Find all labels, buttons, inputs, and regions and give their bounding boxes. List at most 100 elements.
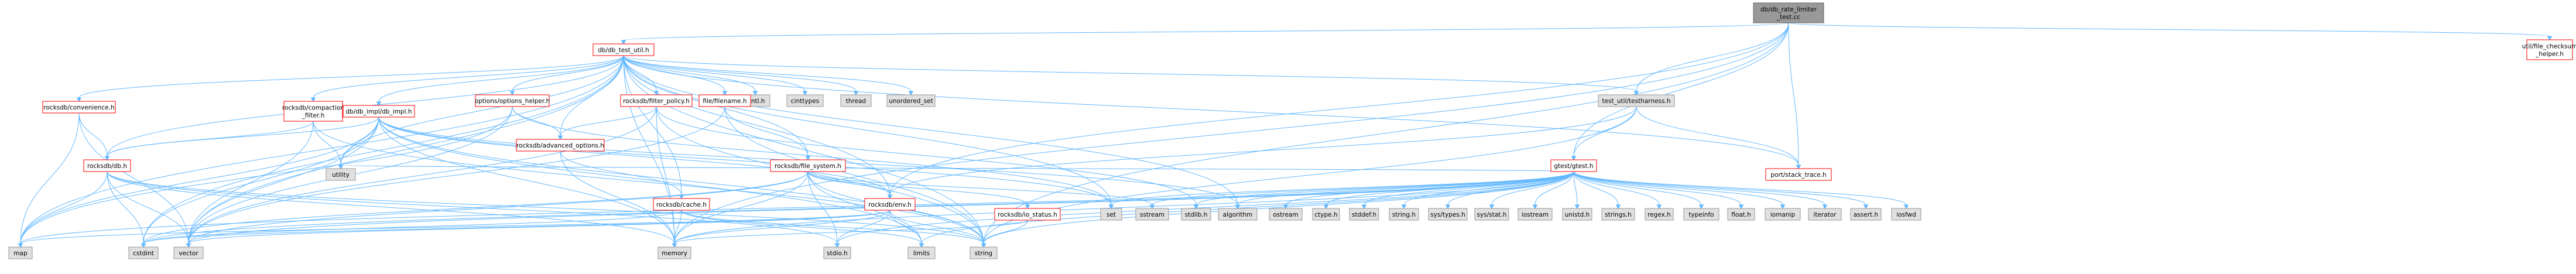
edge-gtest-to-stddef (1361, 171, 1574, 209)
node-filename[interactable]: file/filename.h (698, 94, 751, 107)
edge-db-impl-to-rocksdb-db (104, 117, 379, 160)
edge-compaction-filter-to-rocksdb-db (104, 121, 314, 160)
edge-testharness-to-stack-trace (1636, 106, 1801, 169)
node-label: iterator (1813, 211, 1837, 218)
node-label: options/options_helper.h (475, 98, 550, 105)
edge-gtest-to-unistd (1573, 171, 1580, 209)
node-rocksdb-db[interactable]: rocksdb/db.h (83, 159, 131, 172)
node-algorithm: algorithm (1218, 208, 1258, 221)
node-label: thread (846, 98, 866, 105)
node-io-status[interactable]: rocksdb/io_status.h (994, 208, 1061, 221)
node-file-checksum[interactable]: util/file_checksum_helper.h (2522, 39, 2576, 60)
node-gtest[interactable]: gtest/gtest.h (1550, 159, 1597, 172)
node-convenience[interactable]: rocksdb/convenience.h (42, 101, 116, 114)
edge-gtest-to-iostream (1532, 171, 1574, 209)
node-label: rocksdb/convenience.h (43, 104, 114, 111)
node-vector: vector (173, 246, 204, 259)
node-compaction-filter[interactable]: rocksdb/compaction_filter.h (282, 101, 344, 122)
node-label: rocksdb/filter_policy.h (623, 98, 690, 105)
node-env[interactable]: rocksdb/env.h (864, 198, 916, 211)
node-thread: thread (840, 94, 872, 107)
node-unordered-set: unordered_set (886, 94, 936, 107)
edge-env-to-limits (889, 210, 924, 248)
node-sys-types: sys/types.h (1428, 208, 1468, 221)
node-stddef: stddef.h (1349, 208, 1379, 221)
node-regex: regex.h (1645, 208, 1674, 221)
edges-layer (18, 22, 2553, 248)
edge-gtest-to-regex (1573, 171, 1662, 209)
edge-gtest-to-set (1108, 171, 1574, 209)
node-label: iomanip (1770, 211, 1796, 218)
edge-gtest-to-string-h (1401, 171, 1574, 209)
edge-gtest-to-limits (919, 171, 1574, 248)
edge-db-test-util-to-options-helper (509, 55, 624, 95)
node-label: string.h (1392, 211, 1416, 218)
node-label: rocksdb/env.h (868, 201, 911, 208)
node-db-impl[interactable]: db/db_impl/db_impl.h (342, 105, 415, 118)
node-db-test-util[interactable]: db/db_test_util.h (592, 43, 655, 56)
edge-cache-to-cstdint (141, 210, 682, 248)
edge-gtest-to-memory (672, 171, 1574, 248)
node-root[interactable]: db/db_rate_limiter_test.cc (1753, 2, 1824, 23)
node-label: iostream (1522, 211, 1549, 218)
node-label: rocksdb/io_status.h (998, 211, 1057, 218)
node-ostream: ostream (1269, 208, 1303, 221)
edge-gtest-to-sstream (1149, 171, 1574, 209)
node-label: _test.cc (1776, 14, 1801, 21)
node-iosfwd: iosfwd (1891, 208, 1921, 221)
edge-testharness-to-gtest (1571, 106, 1637, 160)
edge-gtest-to-sys-stat (1489, 171, 1574, 209)
node-file-system[interactable]: rocksdb/file_system.h (770, 159, 846, 172)
node-label: test_util/testharness.h (1602, 98, 1671, 105)
edge-gtest-to-utility (338, 165, 1574, 172)
node-assert: assert.h (1850, 208, 1882, 221)
node-label: sys/stat.h (1477, 211, 1507, 218)
nodes-layer: db/db_rate_limiter_test.cc db/db_test_uti… (8, 2, 2576, 259)
node-label: float.h (1731, 211, 1751, 218)
node-label: stdio.h (827, 250, 847, 257)
edge-db-test-util-to-fcntl (623, 55, 758, 95)
edge-gtest-to-ctype (1323, 171, 1574, 209)
node-label: algorithm (1223, 211, 1253, 218)
edge-convenience-to-rocksdb-db (78, 112, 110, 160)
node-iomanip: iomanip (1765, 208, 1801, 221)
edge-root-to-stack-trace (1788, 22, 1801, 169)
edge-db-test-util-to-db-impl (376, 55, 624, 106)
node-cache[interactable]: rocksdb/cache.h (653, 198, 710, 211)
node-advanced-options[interactable]: rocksdb/advanced_options.h (516, 139, 605, 152)
edge-gtest-to-stdio (834, 171, 1574, 248)
node-label: rocksdb/cache.h (656, 201, 707, 208)
node-label: unordered_set (889, 98, 933, 105)
node-label: limits (913, 250, 930, 257)
edge-gtest-to-sys-types (1445, 171, 1574, 209)
edge-root-to-db-test-util (621, 22, 1789, 44)
node-label: db/db_impl/db_impl.h (345, 108, 412, 115)
node-label: memory (662, 250, 687, 257)
node-set: set (1100, 208, 1122, 221)
node-sstream: sstream (1135, 208, 1169, 221)
node-label: gtest/gtest.h (1554, 163, 1593, 170)
edge-db-test-util-to-stack-trace (623, 55, 1801, 169)
node-label: _filter.h (302, 112, 325, 119)
node-label: stdlib.h (1185, 211, 1208, 218)
edge-gtest-to-string (981, 171, 1574, 248)
node-label: sys/types.h (1430, 211, 1465, 218)
node-label: file/filename.h (703, 98, 746, 105)
node-label: rocksdb/file_system.h (775, 163, 841, 170)
node-label: sstream (1140, 211, 1164, 218)
node-stack-trace[interactable]: port/stack_trace.h (1765, 168, 1832, 181)
node-label: unistd.h (1565, 211, 1590, 218)
node-label: map (13, 250, 28, 257)
edge-db-test-util-to-compaction-filter (310, 55, 624, 102)
node-label: rocksdb/compaction (282, 105, 344, 112)
node-sys-stat: sys/stat.h (1474, 208, 1509, 221)
node-options-helper[interactable]: options/options_helper.h (475, 94, 550, 107)
node-ctype: ctype.h (1312, 208, 1340, 221)
node-string-h: string.h (1389, 208, 1419, 221)
node-label: typeinfo (1688, 211, 1714, 218)
edge-gtest-to-stdlib (1193, 171, 1574, 209)
edge-env-to-cstdint (141, 210, 890, 248)
node-stdio: stdio.h (823, 246, 851, 259)
node-filter-policy[interactable]: rocksdb/filter_policy.h (620, 94, 693, 107)
node-label: iosfwd (1896, 211, 1916, 218)
